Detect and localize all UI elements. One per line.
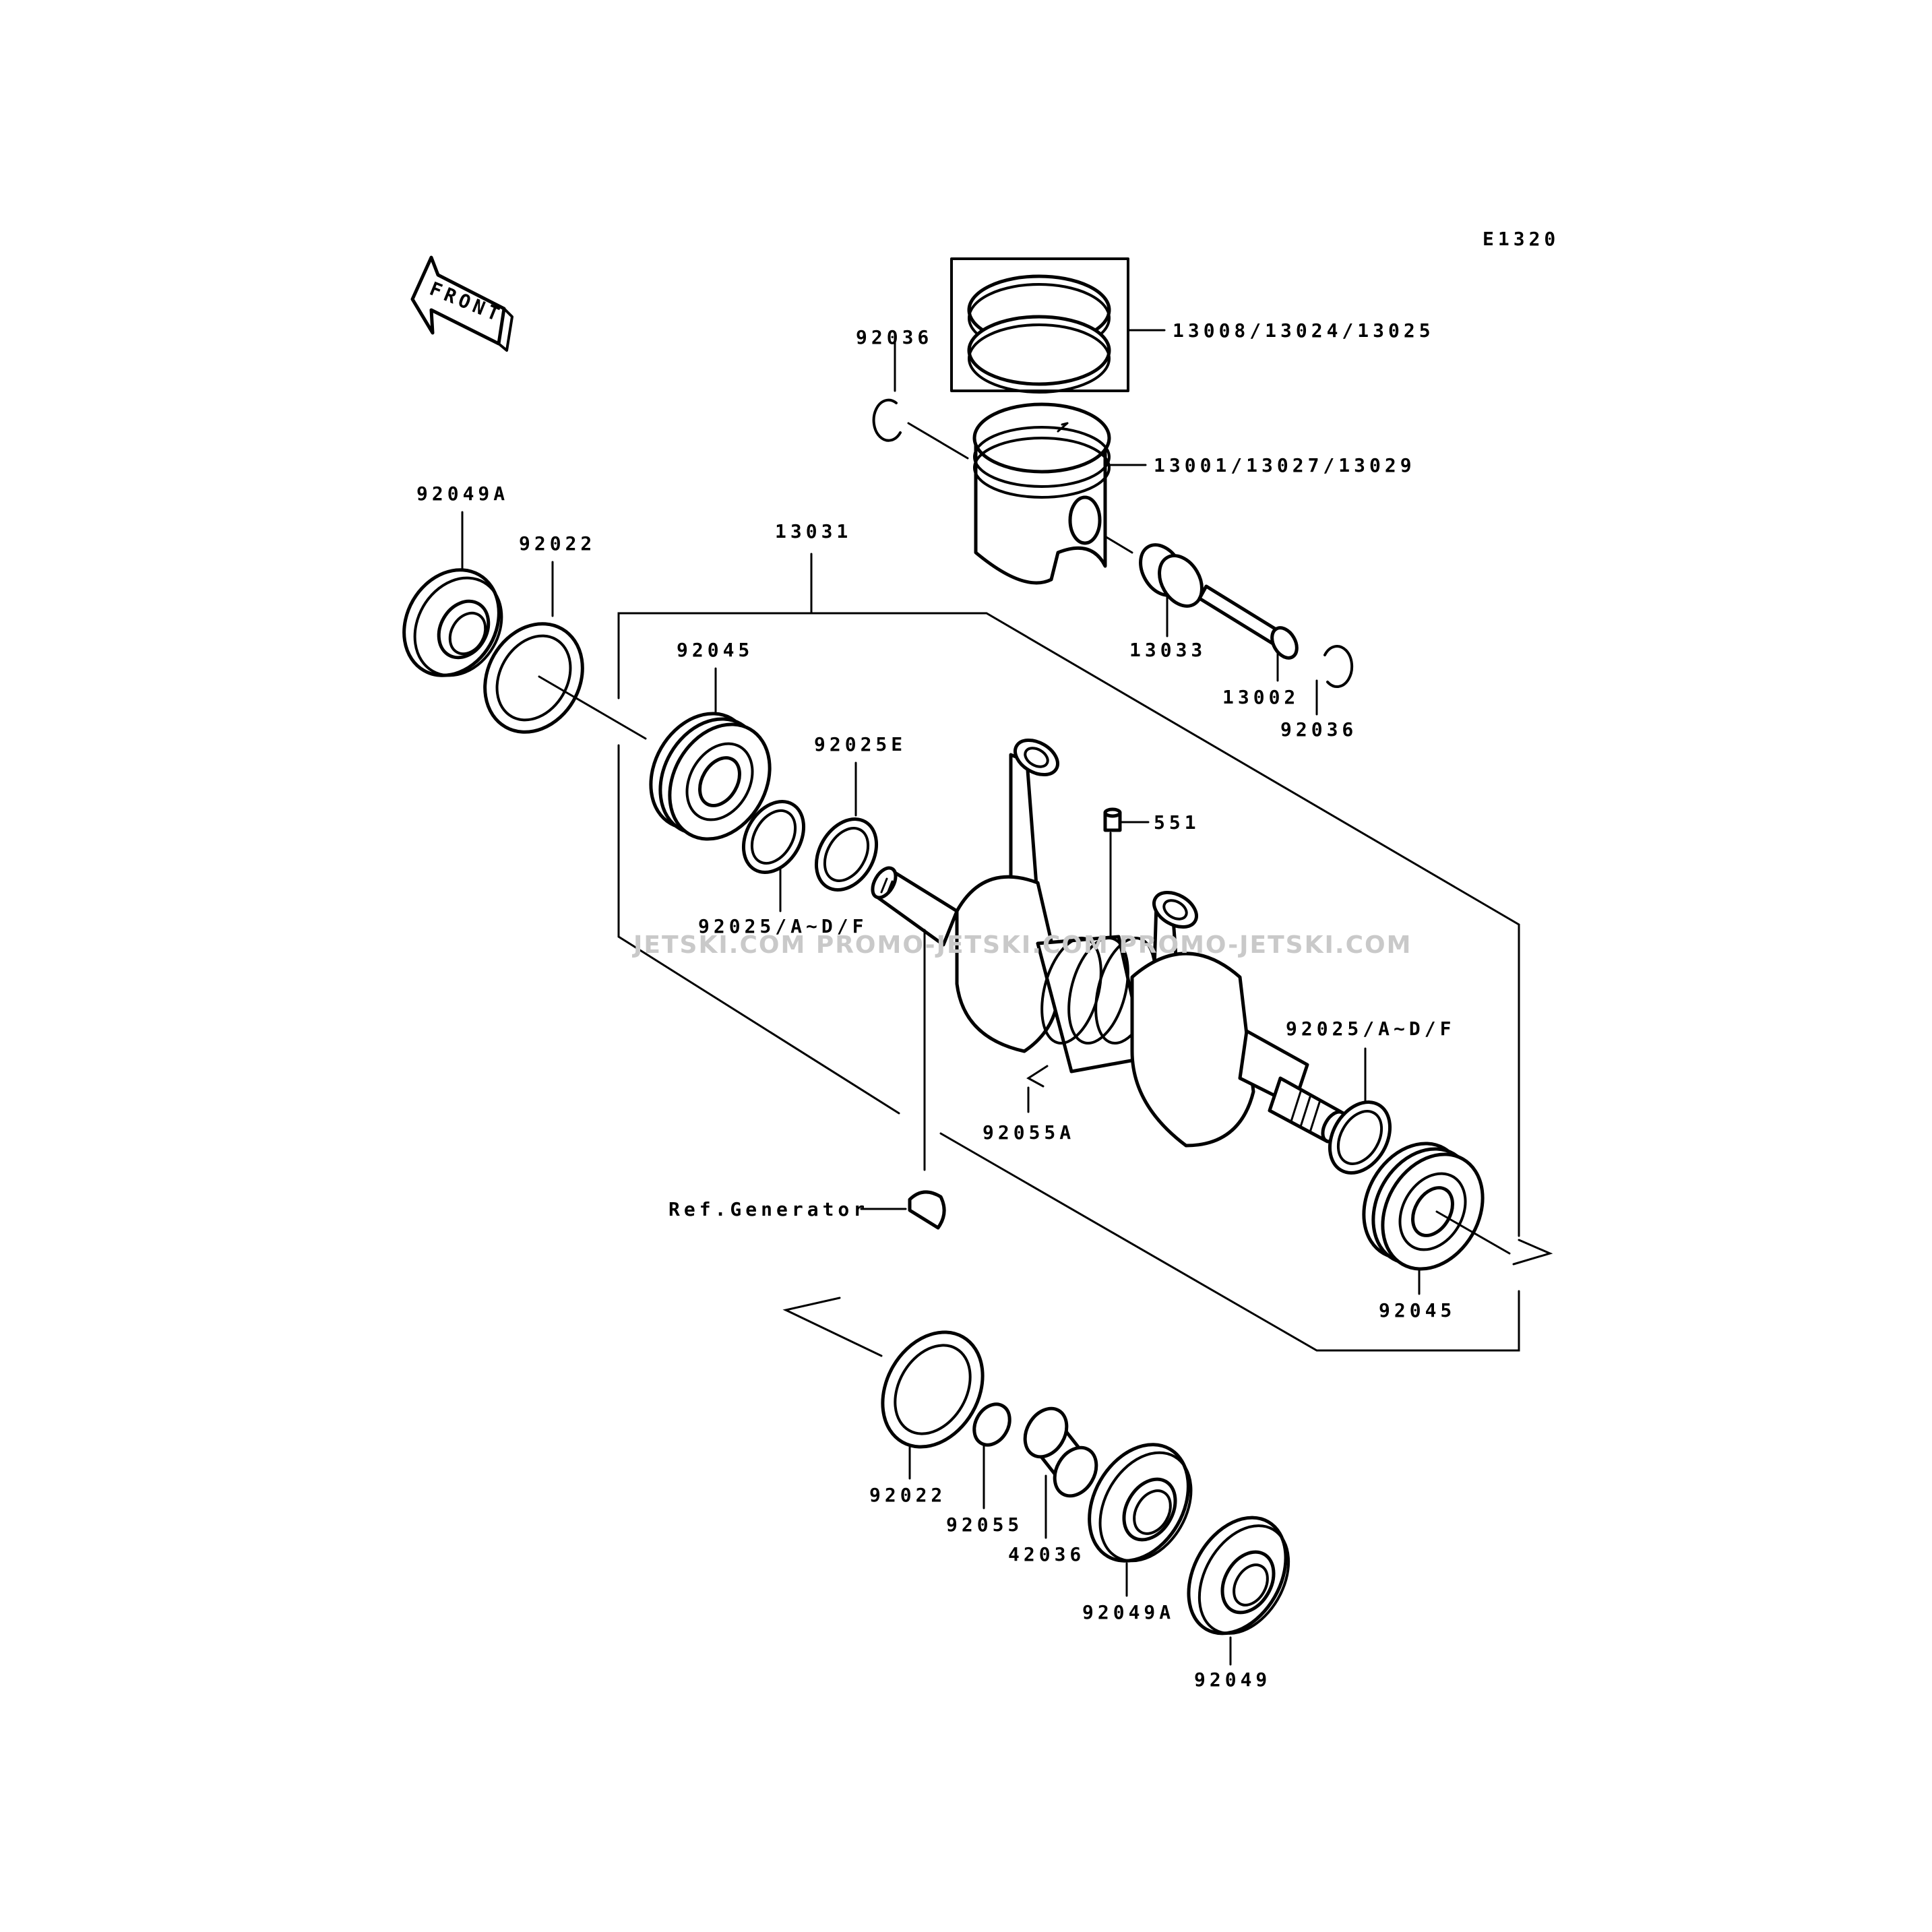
label-ref-generator: Ref.Generator: [668, 1198, 869, 1220]
piston-pin: [1197, 584, 1299, 660]
pin-551: [1103, 807, 1122, 832]
label-ring-left-top: 92022: [519, 532, 596, 555]
label-pin-551: 551: [1154, 811, 1200, 834]
oring-bottom: [972, 1402, 1011, 1447]
circlip-left: [872, 398, 902, 442]
oil-seal-bottom: [1187, 1516, 1290, 1635]
label-rings: 13008/13024/13025: [1173, 319, 1435, 342]
label-seal-bottom-a: 92049A: [1082, 1601, 1175, 1623]
label-oring-bottom: 92055: [946, 1514, 1023, 1536]
oil-seal-bottom-a: [1088, 1443, 1193, 1563]
label-ring-bottom: 92022: [869, 1484, 946, 1506]
label-circlip-left: 92036: [856, 326, 933, 348]
label-shim-left: 92025/A~D/F: [698, 915, 867, 937]
shim-right: [1328, 1100, 1392, 1175]
oil-seal-left-top: [402, 568, 503, 677]
woodruff-key: [908, 1190, 946, 1230]
label-crank-assy: 13031: [775, 520, 852, 542]
shim-left: [741, 800, 806, 874]
label-seal-left-top: 92049A: [416, 482, 509, 505]
watermark: JETSKI.COM PROMO-JETSKI.COM PROMO-JETSKI…: [631, 931, 1412, 959]
label-shim-right: 92025/A~D/F: [1286, 1018, 1455, 1040]
ball-bearing-right: [1362, 1142, 1485, 1271]
front-arrow-icon: FRONT: [410, 255, 513, 352]
diagram-code: E1320: [1483, 228, 1559, 250]
label-collar: 42036: [1008, 1543, 1085, 1565]
piston: [972, 402, 1147, 585]
label-seal-bottom: 92049: [1194, 1669, 1271, 1691]
label-oring-crank: 92055A: [983, 1121, 1075, 1144]
ring-left-top: [483, 622, 584, 734]
circlip-right: [1323, 645, 1354, 688]
shim-e: [814, 817, 879, 892]
label-circlip-right: 92036: [1280, 718, 1357, 741]
label-bearing-left: 92045: [677, 639, 753, 661]
label-shim-e: 92025E: [814, 733, 906, 755]
ring-bottom: [881, 1330, 985, 1449]
oring-crank-leader: [1026, 1065, 1049, 1088]
label-piston: 13001/13027/13029: [1154, 454, 1416, 476]
collar: [1023, 1406, 1098, 1498]
needle-bearing: [1139, 543, 1204, 608]
label-piston-pin: 13002: [1222, 686, 1299, 708]
piston-rings: [950, 257, 1166, 394]
label-bearing-right: 92045: [1379, 1299, 1456, 1321]
ball-bearing-left: [649, 712, 772, 841]
label-needle-bearing: 13033: [1129, 639, 1206, 661]
